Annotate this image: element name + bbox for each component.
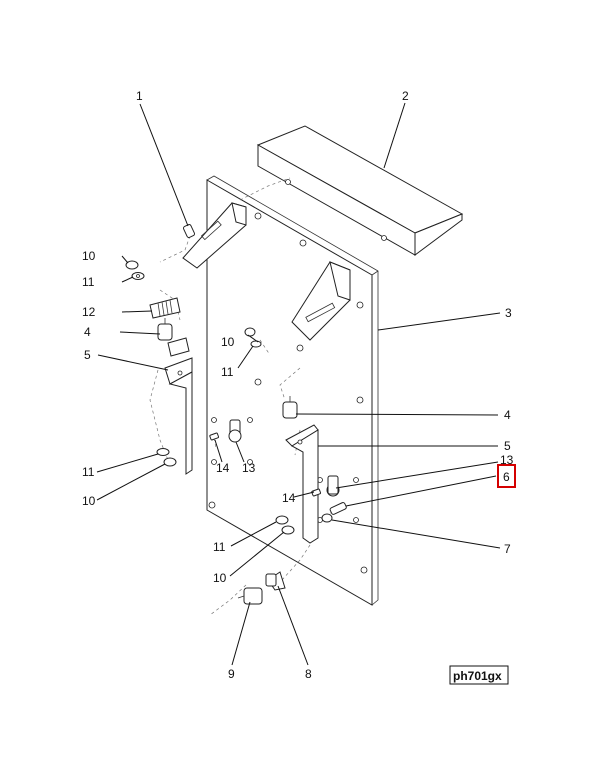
- callout-10-top: 10: [82, 249, 96, 263]
- callout-2: 2: [402, 89, 409, 103]
- back-plate: [206, 175, 379, 606]
- diagram-code-text: ph701gx: [453, 669, 502, 683]
- screw-6-washer-7: [321, 502, 347, 523]
- callout-10-bottom: 10: [213, 571, 227, 585]
- callout-8: 8: [305, 667, 312, 681]
- callout-9: 9: [228, 667, 235, 681]
- upper-left-bracket: [182, 202, 247, 269]
- callout-4-right: 4: [504, 408, 511, 422]
- callout-14-right: 14: [282, 491, 296, 505]
- leader-lines: [96, 102, 501, 666]
- callout-12: 12: [82, 305, 96, 319]
- right-clamp-assembly: [311, 475, 340, 497]
- callout-5-right: 5: [504, 439, 511, 453]
- callout-6-highlighted[interactable]: 6: [497, 464, 516, 488]
- top-cover: [256, 125, 464, 256]
- diagram-code-label: ph701gx: [449, 665, 509, 685]
- ground-strap-12: [149, 297, 190, 357]
- left-l-bracket: [164, 357, 193, 475]
- bottom-nut-washer: [275, 515, 295, 535]
- left-nut-washer-top: [125, 260, 145, 280]
- callout-6: 6: [503, 470, 510, 484]
- callout-11-left-bottom: 11: [82, 465, 95, 479]
- callout-14-left: 14: [216, 461, 230, 475]
- right-l-bracket: [285, 424, 319, 544]
- callout-numbers: 1 2 3 10 11 12 4 5 10 11 4 5 13 11 10 14…: [82, 89, 514, 681]
- left-nut-washer-bottom: [156, 448, 177, 467]
- callout-7: 7: [504, 542, 511, 556]
- screw-1: [182, 224, 196, 238]
- callout-10-left-bottom: 10: [82, 494, 96, 508]
- isolator-left: [157, 318, 173, 341]
- upper-right-bracket: [291, 261, 351, 341]
- isolator-right: [282, 396, 298, 419]
- callout-10-center: 10: [221, 335, 235, 349]
- center-nut-washer: [244, 327, 262, 348]
- callout-6-highlight-box: [497, 464, 516, 488]
- callout-13-left: 13: [242, 461, 256, 475]
- callout-11-top: 11: [82, 275, 95, 289]
- callout-11-center: 11: [221, 365, 234, 379]
- callout-11-bottom: 11: [213, 540, 226, 554]
- callout-1: 1: [136, 89, 143, 103]
- callout-3: 3: [505, 306, 512, 320]
- left-clamp-assembly: [209, 419, 242, 443]
- foot-9: [237, 587, 263, 605]
- foot-8: [265, 571, 286, 591]
- callout-13-right: 13: [500, 453, 514, 467]
- callout-5-left: 5: [84, 348, 91, 362]
- callout-4-left: 4: [84, 325, 91, 339]
